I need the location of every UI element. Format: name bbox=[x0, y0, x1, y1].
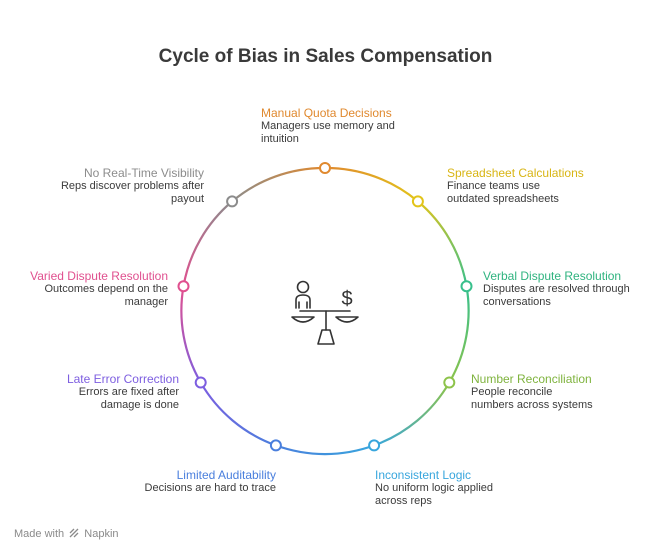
ring-arc bbox=[182, 200, 233, 287]
svg-text:$: $ bbox=[341, 288, 352, 310]
step-description: Reps discover problems after payout bbox=[60, 180, 204, 205]
step-title: Late Error Correction bbox=[66, 372, 179, 386]
node-manual-quota bbox=[319, 162, 331, 174]
ring-arc bbox=[448, 286, 470, 384]
ring-arc bbox=[324, 166, 419, 203]
step-description: No uniform logic applied across reps bbox=[375, 482, 494, 507]
step-title: Number Reconciliation bbox=[471, 372, 592, 386]
step-title: Limited Auditability bbox=[176, 468, 276, 482]
person-dollar-scale-icon: $ bbox=[291, 280, 359, 345]
step-title: No Real-Time Visibility bbox=[83, 166, 204, 180]
step-title: Verbal Dispute Resolution bbox=[483, 269, 622, 283]
node-number-reconciliation bbox=[443, 376, 456, 389]
node-spreadsheet bbox=[411, 195, 424, 208]
step-description: Outcomes depend on the manager bbox=[44, 283, 168, 308]
ring-arc bbox=[199, 381, 277, 447]
step-description: Errors are fixed after damage is done bbox=[78, 386, 179, 411]
ring-arc bbox=[417, 200, 468, 287]
step-inconsistent-logic: Inconsistent Logic No uniform logic appl… bbox=[375, 468, 500, 507]
node-limited-auditability bbox=[269, 439, 282, 452]
step-description: Disputes are resolved through conversati… bbox=[483, 283, 630, 308]
step-number-reconciliation: Number Reconciliation People reconcile n… bbox=[471, 372, 596, 411]
node-verbal-dispute bbox=[460, 280, 473, 293]
ring-arc bbox=[180, 286, 202, 384]
step-description: Decisions are hard to trace bbox=[144, 482, 276, 494]
ring-arc bbox=[231, 166, 326, 203]
step-limited-auditability: Limited Auditability Decisions are hard … bbox=[140, 468, 276, 495]
step-manual-quota: Manual Quota Decisions Managers use memo… bbox=[261, 106, 401, 145]
step-description: Managers use memory and intuition bbox=[261, 120, 395, 145]
step-description: People reconcile numbers across systems bbox=[471, 386, 593, 411]
step-title: Inconsistent Logic bbox=[375, 468, 472, 482]
ring-arc bbox=[373, 381, 451, 447]
step-title: Manual Quota Decisions bbox=[261, 106, 392, 120]
made-with-footer[interactable]: Made with Napkin bbox=[14, 528, 119, 540]
step-no-visibility: No Real-Time Visibility Reps discover pr… bbox=[55, 166, 204, 205]
footer-brand: Napkin bbox=[84, 528, 119, 540]
step-late-error: Late Error Correction Errors are fixed a… bbox=[38, 372, 179, 411]
step-verbal-dispute: Verbal Dispute Resolution Disputes are r… bbox=[483, 269, 633, 308]
node-no-visibility bbox=[226, 195, 239, 208]
step-title: Spreadsheet Calculations bbox=[447, 166, 584, 180]
step-varied-dispute: Varied Dispute Resolution Outcomes depen… bbox=[20, 269, 168, 308]
step-spreadsheet: Spreadsheet Calculations Finance teams u… bbox=[447, 166, 597, 205]
node-inconsistent-logic bbox=[368, 439, 381, 452]
napkin-logo-icon bbox=[69, 528, 79, 538]
footer-prefix: Made with bbox=[14, 528, 65, 540]
step-title: Varied Dispute Resolution bbox=[30, 269, 168, 283]
node-late-error bbox=[194, 376, 207, 389]
node-varied-dispute bbox=[177, 280, 190, 293]
ring-arc bbox=[275, 444, 375, 456]
step-description: Finance teams use outdated spreadsheets bbox=[447, 180, 559, 205]
page-title: Cycle of Bias in Sales Compensation bbox=[158, 46, 493, 67]
